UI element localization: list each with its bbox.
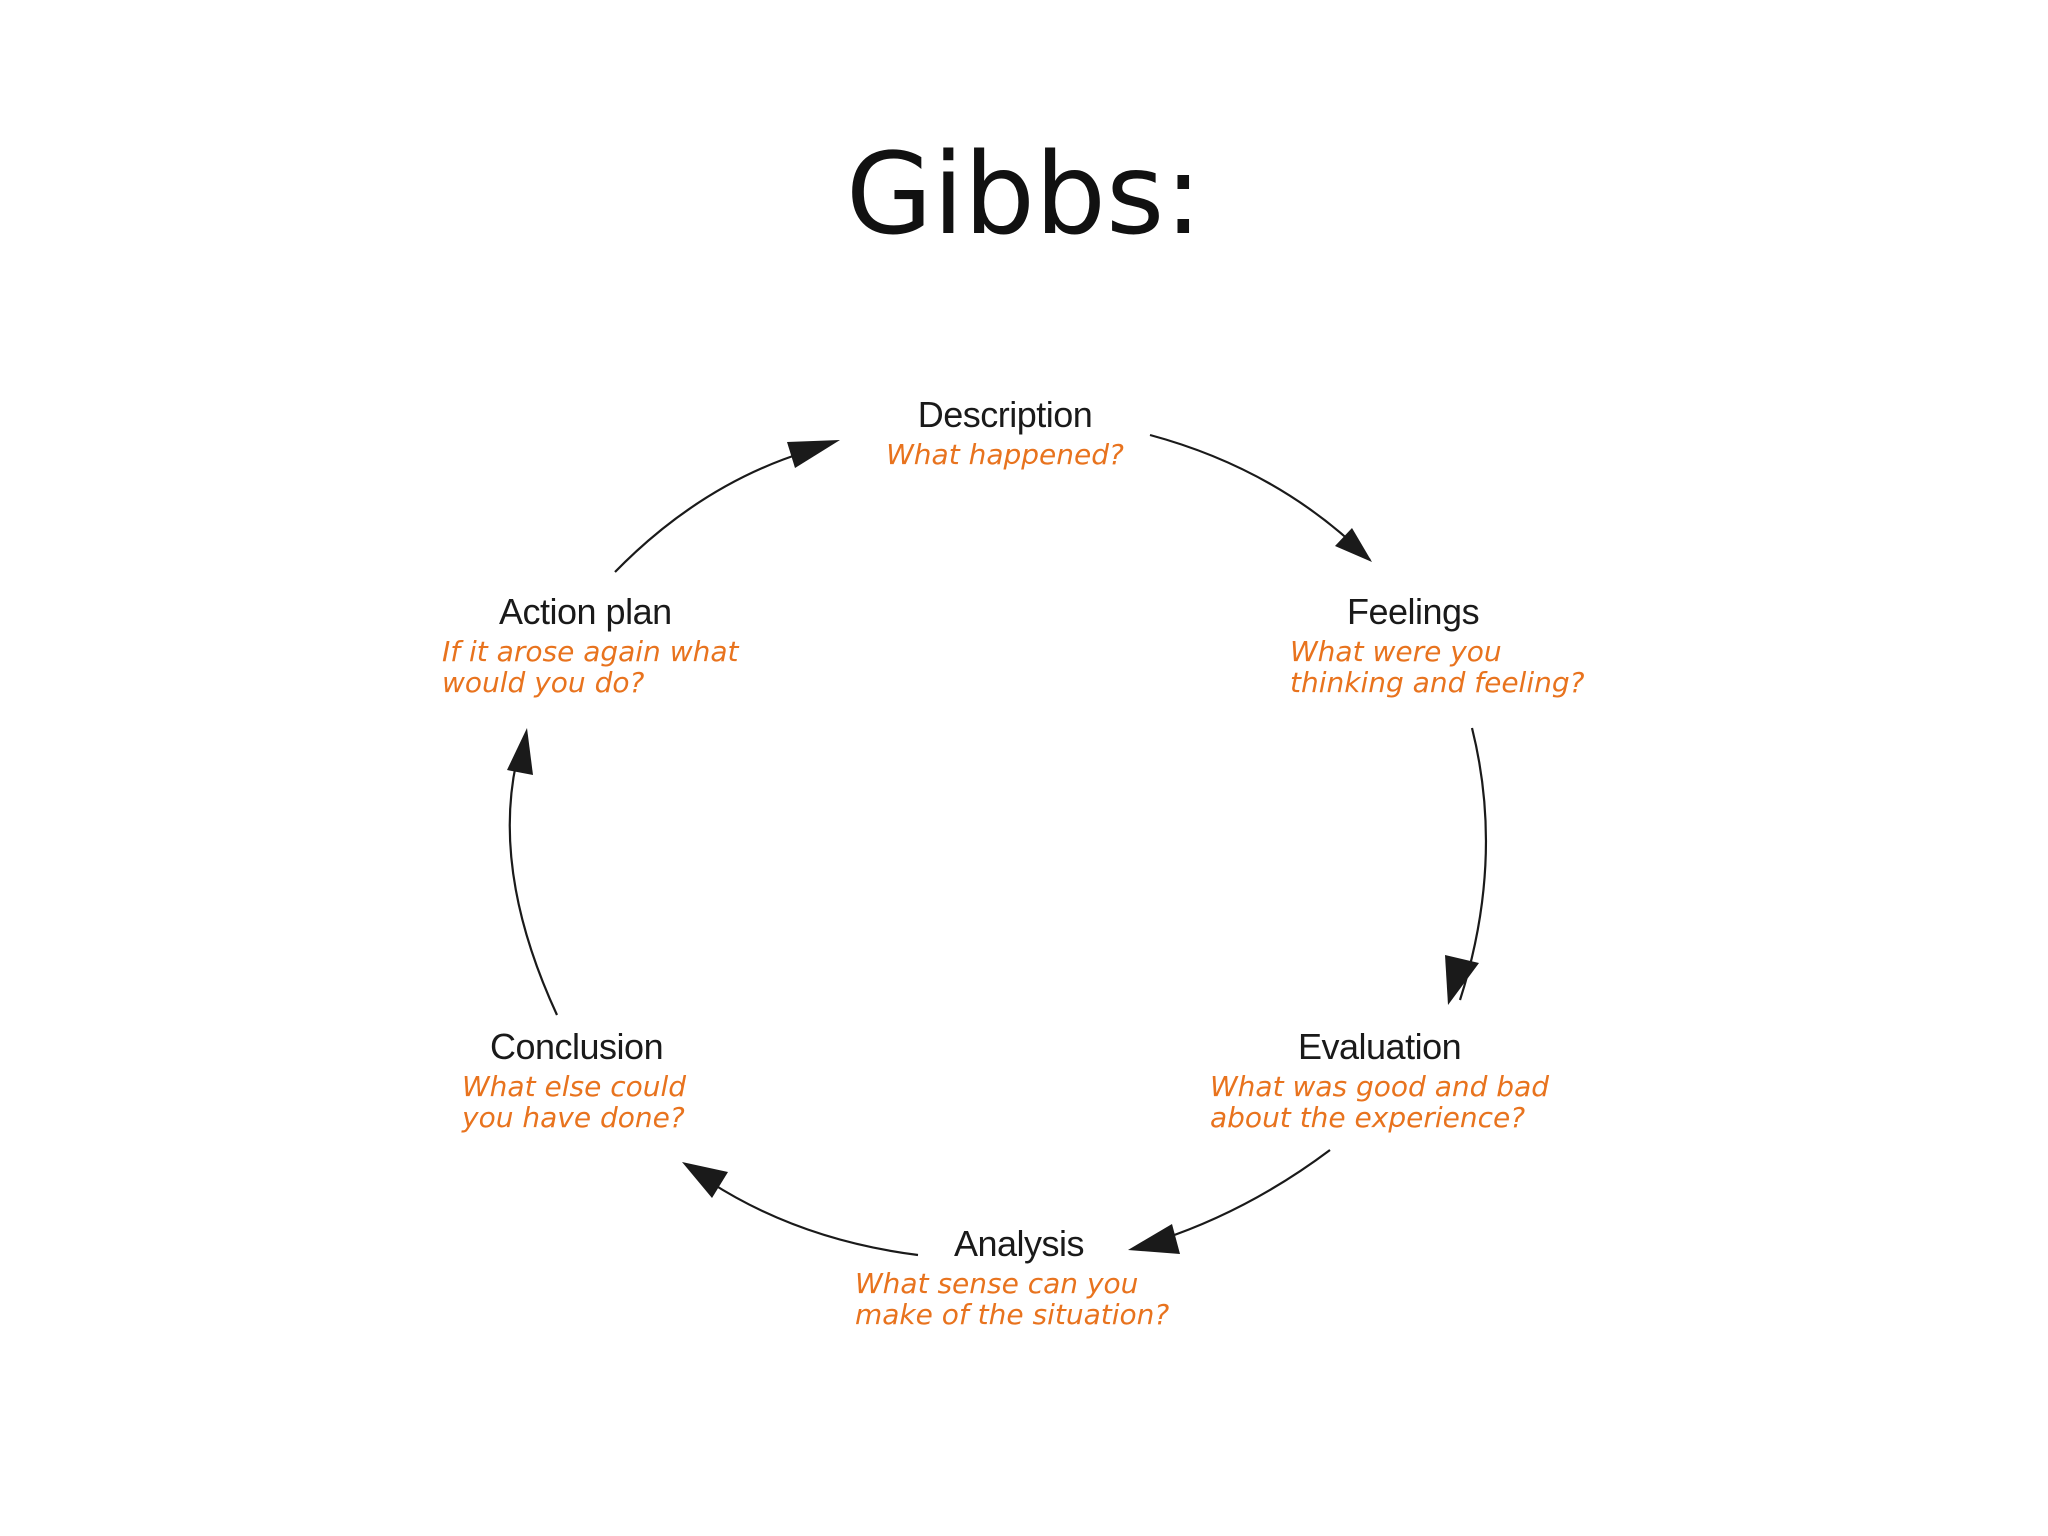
question-line: What happened? bbox=[886, 438, 1124, 471]
stage-analysis: Analysis What sense can you make of the … bbox=[855, 1223, 1169, 1331]
arrow-description-to-feelings bbox=[1149, 433, 1371, 561]
arrowhead-analysis bbox=[1128, 1224, 1180, 1254]
arrow-action-to-description bbox=[614, 450, 806, 573]
question-line: If it arose again what bbox=[442, 635, 739, 668]
stage-question: If it arose again what would you do? bbox=[442, 636, 739, 698]
question-line: about the experience? bbox=[1210, 1101, 1526, 1134]
arrow-evaluation-to-analysis bbox=[1159, 1149, 1331, 1242]
question-line: make of the situation? bbox=[855, 1298, 1170, 1331]
arrow-analysis-to-conclusion bbox=[709, 1181, 919, 1257]
stage-question: What else could you have done? bbox=[462, 1071, 686, 1133]
arrowhead-conclusion bbox=[682, 1162, 728, 1198]
arrowhead-feelings bbox=[1335, 528, 1372, 562]
question-line: you have done? bbox=[462, 1101, 685, 1134]
stage-question: What were you thinking and feeling? bbox=[1290, 636, 1585, 698]
question-line: would you do? bbox=[442, 666, 645, 699]
stage-action-plan: Action plan If it arose again what would… bbox=[442, 591, 739, 699]
question-line: What sense can you bbox=[855, 1267, 1139, 1300]
stage-evaluation: Evaluation What was good and bad about t… bbox=[1210, 1026, 1549, 1134]
question-line: What were you bbox=[1290, 635, 1502, 668]
question-line: What was good and bad bbox=[1210, 1070, 1550, 1103]
stage-question: What happened? bbox=[870, 439, 1140, 470]
stage-title: Action plan bbox=[499, 591, 672, 632]
arrowhead-evaluation bbox=[1445, 955, 1479, 1005]
question-line: thinking and feeling? bbox=[1290, 666, 1585, 699]
slide-title: Gibbs: bbox=[845, 130, 1203, 260]
arrowhead-description bbox=[787, 440, 840, 468]
stage-title: Conclusion bbox=[490, 1026, 664, 1067]
question-line: What else could bbox=[462, 1070, 687, 1103]
stage-title: Description bbox=[917, 394, 1093, 435]
stage-title: Evaluation bbox=[1298, 1026, 1462, 1067]
stage-conclusion: Conclusion What else could you have done… bbox=[462, 1026, 686, 1134]
stage-title: Analysis bbox=[954, 1223, 1085, 1264]
arrow-conclusion-to-action bbox=[508, 754, 558, 1016]
stage-title: Feelings bbox=[1347, 591, 1480, 632]
stage-question: What was good and bad about the experien… bbox=[1210, 1071, 1549, 1133]
stage-question: What sense can you make of the situation… bbox=[855, 1268, 1169, 1330]
stage-feelings: Feelings What were you thinking and feel… bbox=[1290, 591, 1585, 699]
arrow-feelings-to-evaluation bbox=[1458, 727, 1488, 1001]
stage-description: Description What happened? bbox=[870, 394, 1140, 471]
arrowhead-action bbox=[507, 728, 533, 775]
